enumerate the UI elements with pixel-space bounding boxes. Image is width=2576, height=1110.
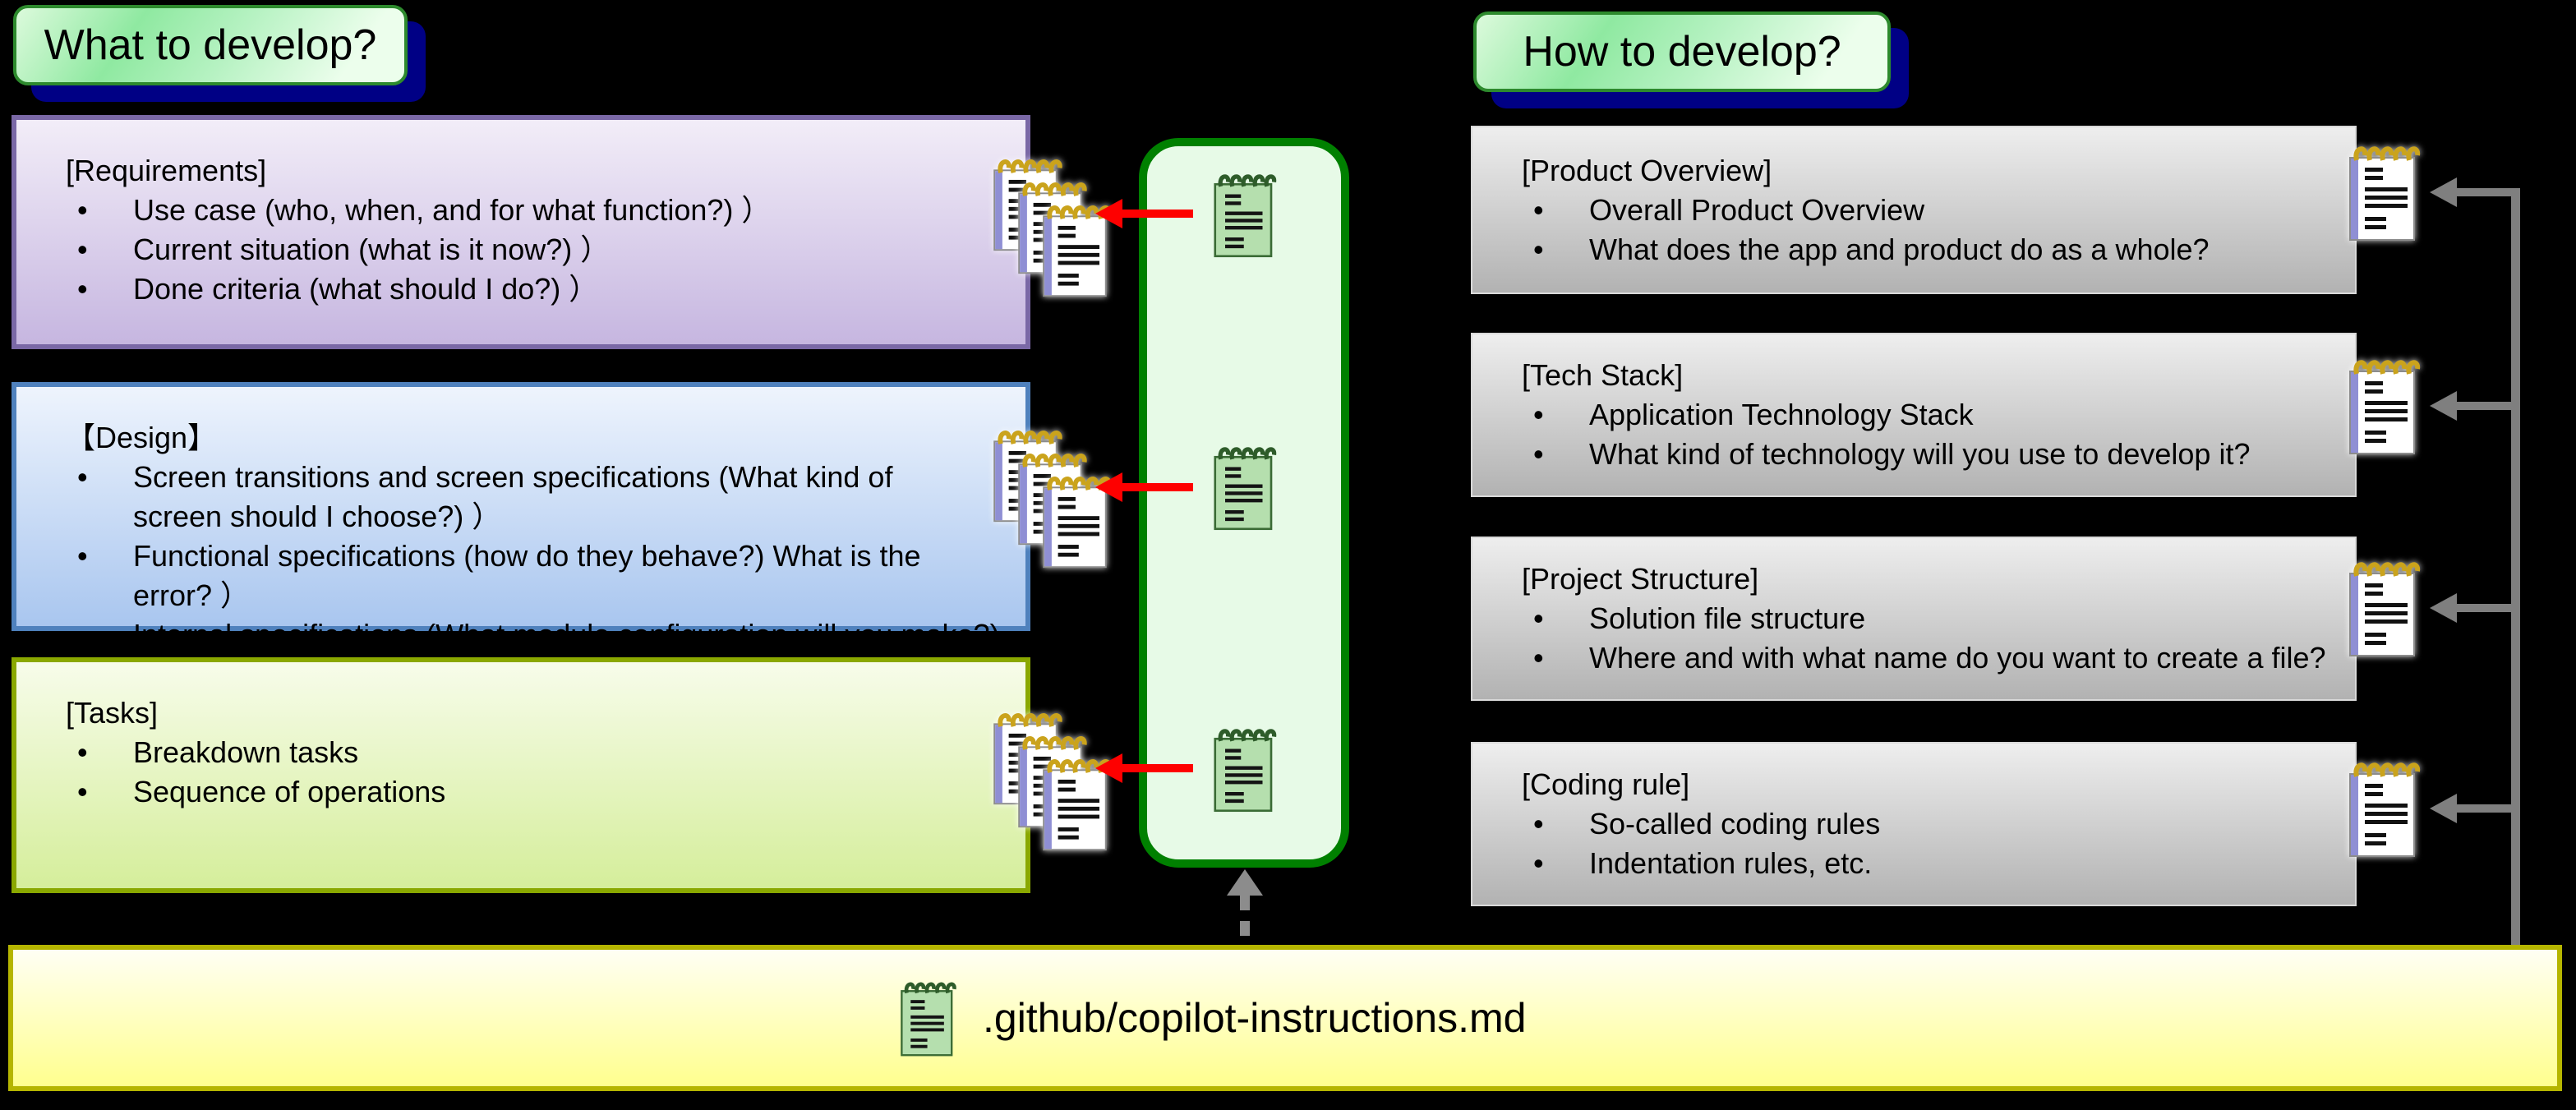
green-note-icon bbox=[1206, 723, 1279, 815]
red-arrow bbox=[1095, 472, 1193, 502]
box-coding-rule-title: [Coding rule] bbox=[1522, 767, 1690, 801]
notepad-icon bbox=[2340, 756, 2422, 861]
bullet-item: Current situation (what is it now?) ） bbox=[41, 230, 1001, 269]
bullet-item: Screen transitions and screen specificat… bbox=[41, 458, 963, 537]
gray-arrow bbox=[2430, 391, 2516, 421]
bullet-item: Breakdown tasks bbox=[41, 733, 1001, 772]
green-note-icon bbox=[1206, 168, 1279, 260]
notepad-icon bbox=[2340, 555, 2422, 661]
box-design: 【Design】 Screen transitions and screen s… bbox=[12, 382, 1030, 691]
footer-copilot-file: .github/copilot-instructions.md bbox=[8, 945, 2562, 1091]
header-what-label: What to develop? bbox=[44, 21, 377, 69]
dashed-up-arrow bbox=[1227, 869, 1263, 945]
box-requirements-title: [Requirements] bbox=[66, 154, 267, 187]
bullet-item: Done criteria (what should I do?) ） bbox=[41, 269, 1001, 309]
box-tech-stack-title: [Tech Stack] bbox=[1522, 358, 1684, 392]
red-arrow bbox=[1095, 199, 1193, 228]
gray-connector-line bbox=[2511, 188, 2520, 945]
notepad-icon bbox=[2340, 140, 2422, 245]
bullet-item: What does the app and product do as a wh… bbox=[1497, 230, 2330, 269]
bullet-item: Functional specifications (how do they b… bbox=[41, 537, 963, 615]
bullet-item: Use case (who, when, and for what functi… bbox=[41, 191, 1001, 230]
bullet-item: Sequence of operations bbox=[41, 772, 1001, 812]
box-tech-stack: [Tech Stack] Application Technology Stac… bbox=[1471, 333, 2357, 497]
box-product-overview: [Product Overview] Overall Product Overv… bbox=[1471, 126, 2357, 294]
box-project-structure: [Project Structure] Solution file struct… bbox=[1471, 537, 2357, 701]
red-arrow bbox=[1095, 753, 1193, 783]
box-tasks: [Tasks] Breakdown tasks Sequence of oper… bbox=[12, 657, 1030, 893]
box-requirements: [Requirements] Use case (who, when, and … bbox=[12, 115, 1030, 349]
box-project-structure-title: [Project Structure] bbox=[1522, 562, 1759, 596]
gray-arrow bbox=[2430, 177, 2516, 207]
header-how-label: How to develop? bbox=[1523, 28, 1841, 76]
gray-arrow bbox=[2430, 794, 2516, 823]
box-coding-rule: [Coding rule] So-called coding rules Ind… bbox=[1471, 742, 2357, 906]
notepad-icon bbox=[2340, 353, 2422, 458]
copilot-file-path: .github/copilot-instructions.md bbox=[983, 995, 1527, 1041]
box-product-overview-title: [Product Overview] bbox=[1522, 153, 1772, 187]
green-note-icon bbox=[1206, 441, 1279, 533]
bullet-item: Where and with what name do you want to … bbox=[1497, 638, 2330, 678]
header-what-to-develop: What to develop? bbox=[13, 5, 408, 85]
header-how-to-develop: How to develop? bbox=[1473, 12, 1891, 92]
green-note-icon bbox=[894, 970, 958, 1066]
bullet-item: Solution file structure bbox=[1497, 599, 2330, 638]
bullet-item: What kind of technology will you use to … bbox=[1497, 435, 2330, 474]
bullet-item: Overall Product Overview bbox=[1497, 191, 2330, 230]
box-design-title: 【Design】 bbox=[66, 421, 218, 454]
bullet-item: Application Technology Stack bbox=[1497, 395, 2330, 435]
box-tasks-title: [Tasks] bbox=[66, 696, 159, 730]
bullet-item: So-called coding rules bbox=[1497, 804, 2330, 844]
bullet-item: Indentation rules, etc. bbox=[1497, 844, 2330, 883]
gray-arrow bbox=[2430, 593, 2516, 623]
